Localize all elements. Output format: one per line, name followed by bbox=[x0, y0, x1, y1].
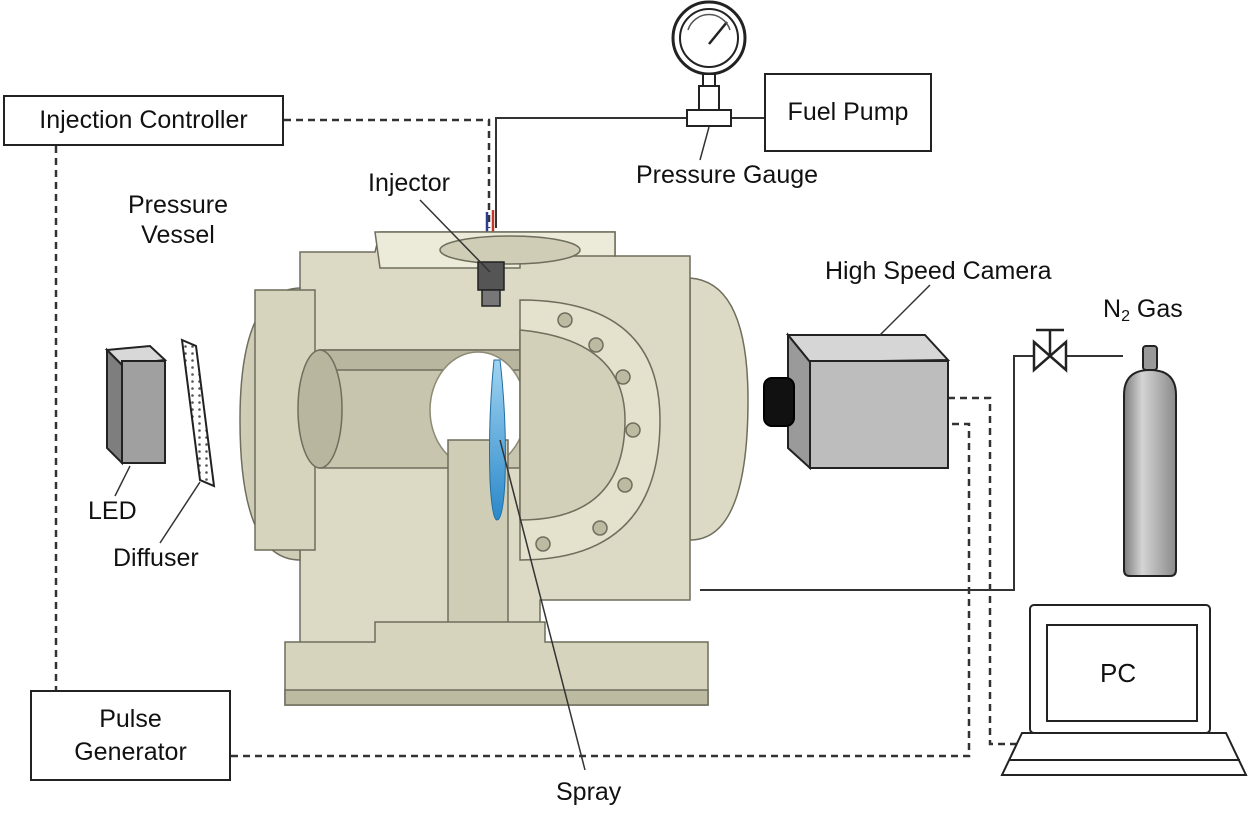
n2-gas-cylinder bbox=[1123, 345, 1177, 577]
spray-label: Spray bbox=[556, 778, 622, 806]
leader-injector bbox=[419, 199, 491, 273]
pressure-vessel-label-line2: Vessel bbox=[141, 221, 215, 249]
pc-laptop bbox=[1000, 604, 1248, 776]
led-label: LED bbox=[88, 497, 137, 525]
injector-label: Injector bbox=[368, 169, 450, 197]
injection-controller-label: Injection Controller bbox=[39, 106, 248, 135]
pressure-gauge-label: Pressure Gauge bbox=[636, 161, 819, 189]
n2-gas-subscript: 2 bbox=[1121, 308, 1130, 325]
dashed-signal-controller-injector bbox=[284, 118, 491, 228]
fuel-line bbox=[495, 117, 764, 228]
pressure-gauge-device bbox=[671, 0, 747, 127]
fuel-pump-label: Fuel Pump bbox=[787, 98, 909, 127]
leader-diffuser bbox=[159, 481, 201, 544]
diffuser-plate bbox=[180, 338, 216, 488]
n2-gas-label: N2 Gas bbox=[1103, 294, 1183, 326]
dashed-signal-camera-pc bbox=[948, 396, 1022, 746]
spray-plume bbox=[489, 359, 506, 521]
leader-lines bbox=[114, 126, 931, 771]
pressure-vessel-label-line1: Pressure bbox=[127, 191, 229, 219]
pulse-generator-label-line2: Generator bbox=[74, 737, 187, 766]
leader-pressure-gauge bbox=[699, 126, 710, 161]
leader-camera bbox=[879, 284, 931, 336]
pressure-vessel-label: Pressure Vessel bbox=[118, 190, 238, 250]
high-speed-camera-label: High Speed Camera bbox=[825, 257, 1052, 285]
injection-controller-box: Injection Controller bbox=[3, 95, 284, 146]
gas-valve bbox=[1032, 328, 1068, 373]
diffuser-label: Diffuser bbox=[113, 544, 199, 572]
gas-line bbox=[700, 355, 1123, 591]
leader-led bbox=[114, 465, 131, 497]
pulse-generator-label-line1: Pulse bbox=[99, 705, 162, 733]
n2-gas-rest: Gas bbox=[1129, 295, 1183, 323]
leader-spray bbox=[499, 439, 586, 771]
pulse-generator-box: Pulse Generator bbox=[30, 690, 231, 781]
high-speed-camera-device bbox=[763, 332, 951, 471]
pc-label: PC bbox=[1100, 658, 1137, 688]
led-lamp bbox=[104, 344, 168, 466]
n2-gas-n: N bbox=[1103, 295, 1122, 323]
fuel-pump-box: Fuel Pump bbox=[764, 73, 932, 152]
